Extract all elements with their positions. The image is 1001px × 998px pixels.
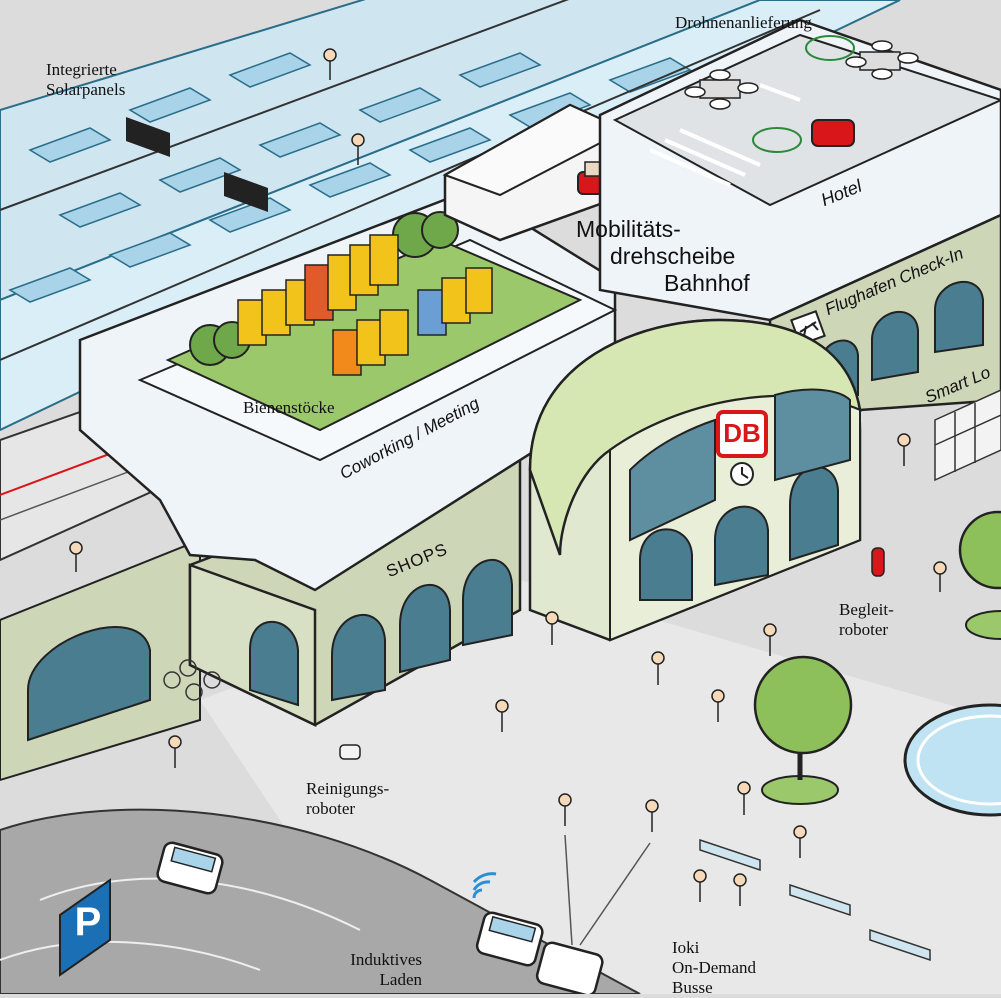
beehives-label: Bienenstöcke xyxy=(243,398,335,417)
parking-sign xyxy=(59,878,111,977)
escort-robot-label: Begleit- roboter xyxy=(839,600,894,639)
smart-locker xyxy=(934,389,1001,482)
drone-delivery-label: Drohnenanlieferung xyxy=(675,13,812,32)
wifi-icon xyxy=(472,872,497,899)
departure-board xyxy=(224,172,268,212)
pond xyxy=(903,703,1001,817)
mobility-hub-label: Mobilitäts- drehscheibe Bahnhof xyxy=(576,216,750,296)
main-hall xyxy=(528,318,862,642)
tree xyxy=(958,510,1001,640)
delivery-robot xyxy=(811,119,855,147)
db-logo-text: DB xyxy=(723,418,761,448)
bench xyxy=(699,838,931,962)
solar-panels-label: Integrierte Solarpanels xyxy=(46,60,126,99)
ioki-bus xyxy=(475,911,604,994)
pedestrians xyxy=(69,48,947,906)
bicycles xyxy=(163,659,221,701)
inductive-charging-label: Induktives Laden xyxy=(350,950,422,989)
drone-icon xyxy=(684,69,759,110)
autonomous-van xyxy=(156,841,224,895)
departure-board xyxy=(126,117,170,157)
ioki-buses-label: Ioki On-Demand Busse xyxy=(672,938,757,997)
db-logo xyxy=(716,410,768,458)
tree xyxy=(753,655,853,805)
drone-icon xyxy=(845,40,919,80)
beehives xyxy=(237,234,493,376)
cleaning-robot xyxy=(339,744,361,760)
left-arch-building xyxy=(0,538,201,782)
parking-icon: P xyxy=(74,900,102,944)
escort-robot xyxy=(871,547,885,577)
cleaning-robot-label: Reinigungs- roboter xyxy=(306,779,390,818)
hotel-building xyxy=(598,18,1001,322)
